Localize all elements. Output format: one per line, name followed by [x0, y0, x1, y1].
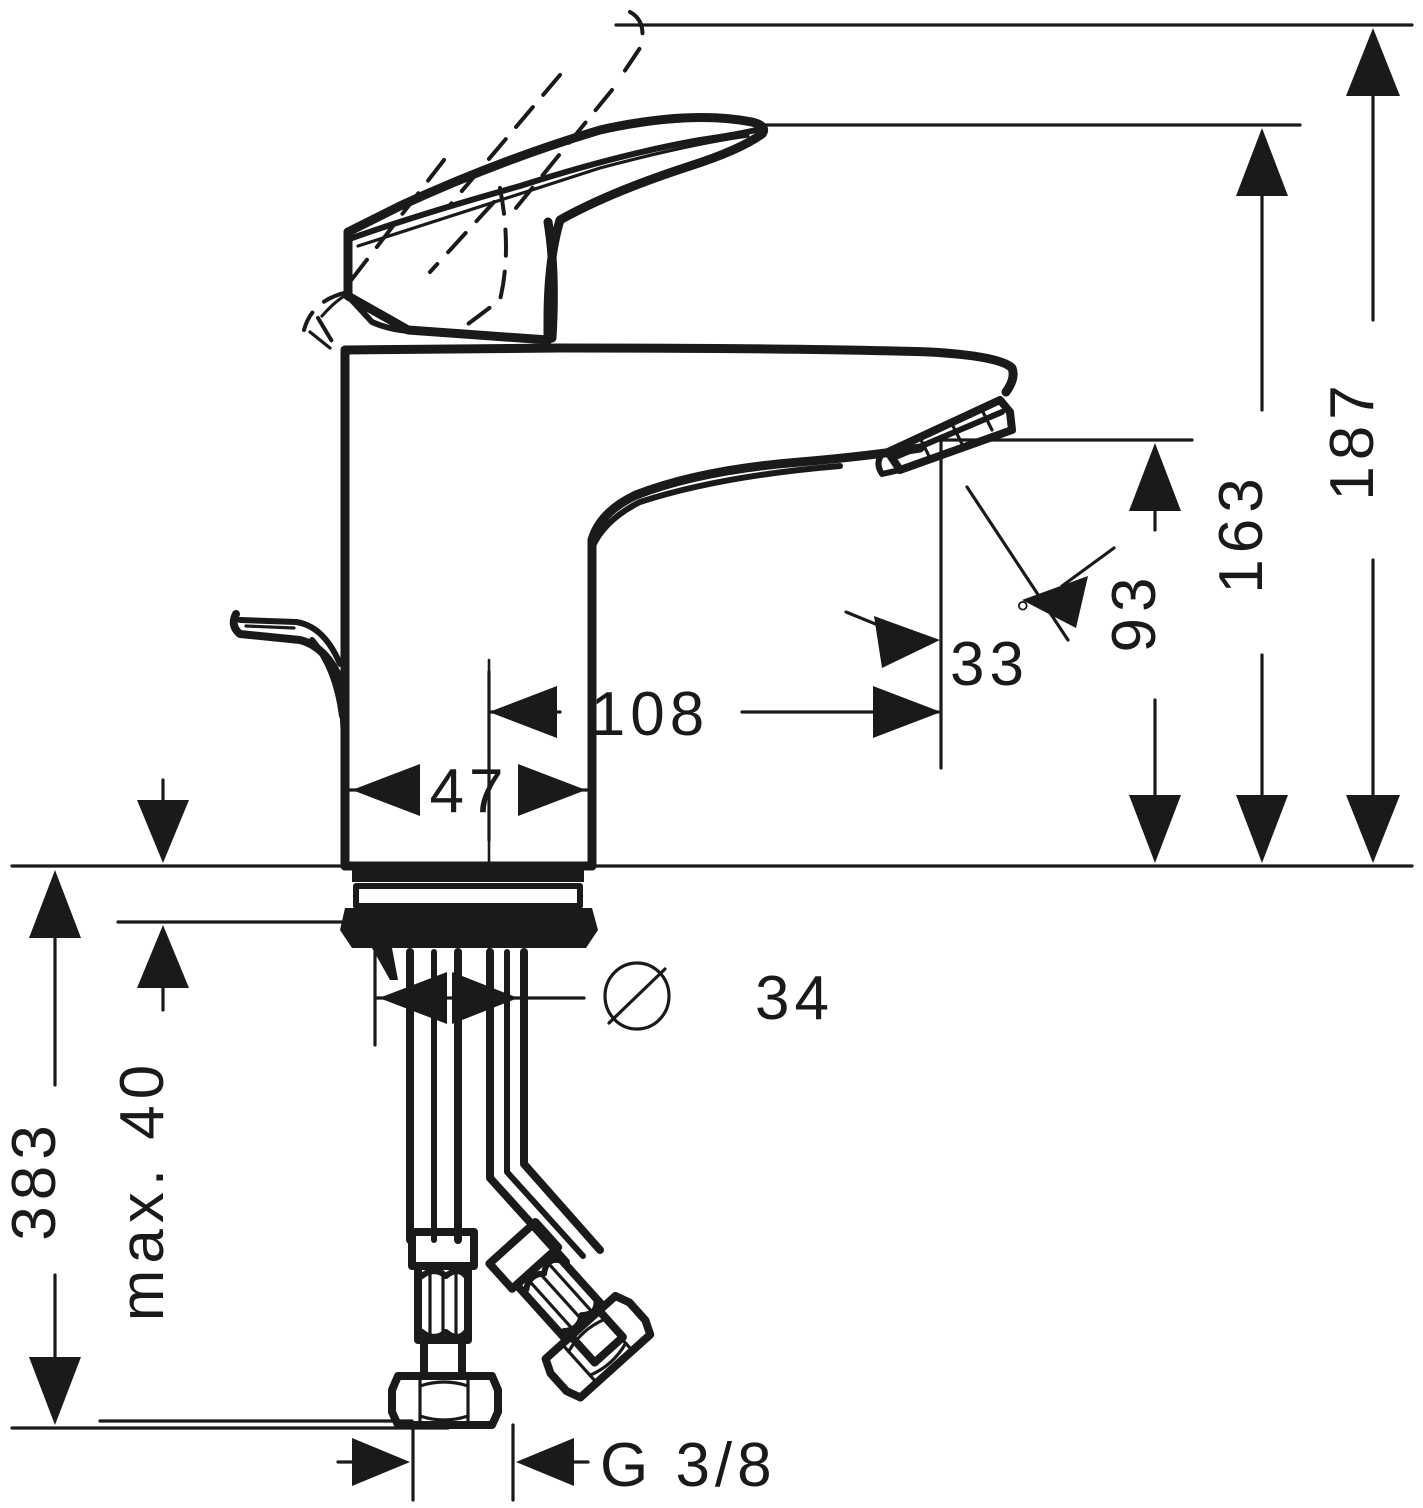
dim-label-383: 383: [0, 1119, 69, 1240]
dimension-body-width-47: 47: [346, 658, 594, 882]
pop-up-waste-rod: [229, 610, 348, 763]
dim-label-g38: G 3/8: [600, 1431, 777, 1500]
mounting-shank-assembly: [340, 868, 598, 980]
dim-label-34: 34: [755, 964, 834, 1033]
dimension-overall-height-187: 187: [1318, 28, 1400, 863]
mixer-body: [340, 343, 1018, 871]
dimension-supply-thread-g38: G 3/8: [336, 1423, 777, 1502]
left-hose-crimp: [408, 1228, 478, 1380]
dim-label-163: 163: [1207, 472, 1276, 593]
dim-label-187: 187: [1318, 379, 1387, 500]
dim-label-108: 108: [591, 680, 709, 749]
diameter-symbol-circle: [603, 961, 671, 1031]
dim-label-47: 47: [430, 757, 509, 826]
dimension-spout-body-height-163: 163: [1207, 128, 1288, 863]
left-hose-union-nut: [388, 1372, 502, 1429]
dimension-spout-projection-108: 108: [487, 438, 943, 842]
dimension-shank-diameter-34: 34: [373, 950, 834, 1047]
dim-label-degree-symbol: °: [1016, 595, 1030, 633]
dimension-outlet-angle-33: 33 °: [844, 485, 1116, 699]
dim-label-33: 33: [950, 630, 1029, 699]
right-hose-union-nut: [541, 1291, 655, 1402]
diameter-symbol-slash: [607, 967, 667, 1025]
dimension-total-length-383: 383: [0, 870, 81, 1425]
dim-label-max-40: max. 40: [108, 1059, 177, 1322]
supply-hoses: [388, 948, 655, 1429]
spout-aerator: [875, 396, 1016, 477]
dimension-outlet-height-93: 93: [1100, 443, 1181, 863]
lever-handle: [308, 113, 769, 350]
dim-label-93: 93: [1100, 572, 1169, 653]
right-hose-crimp: [485, 1218, 627, 1367]
dimension-max-deck-thickness-40: max. 40: [108, 778, 189, 1322]
dimension-extension-lines: [10, 23, 1414, 1430]
